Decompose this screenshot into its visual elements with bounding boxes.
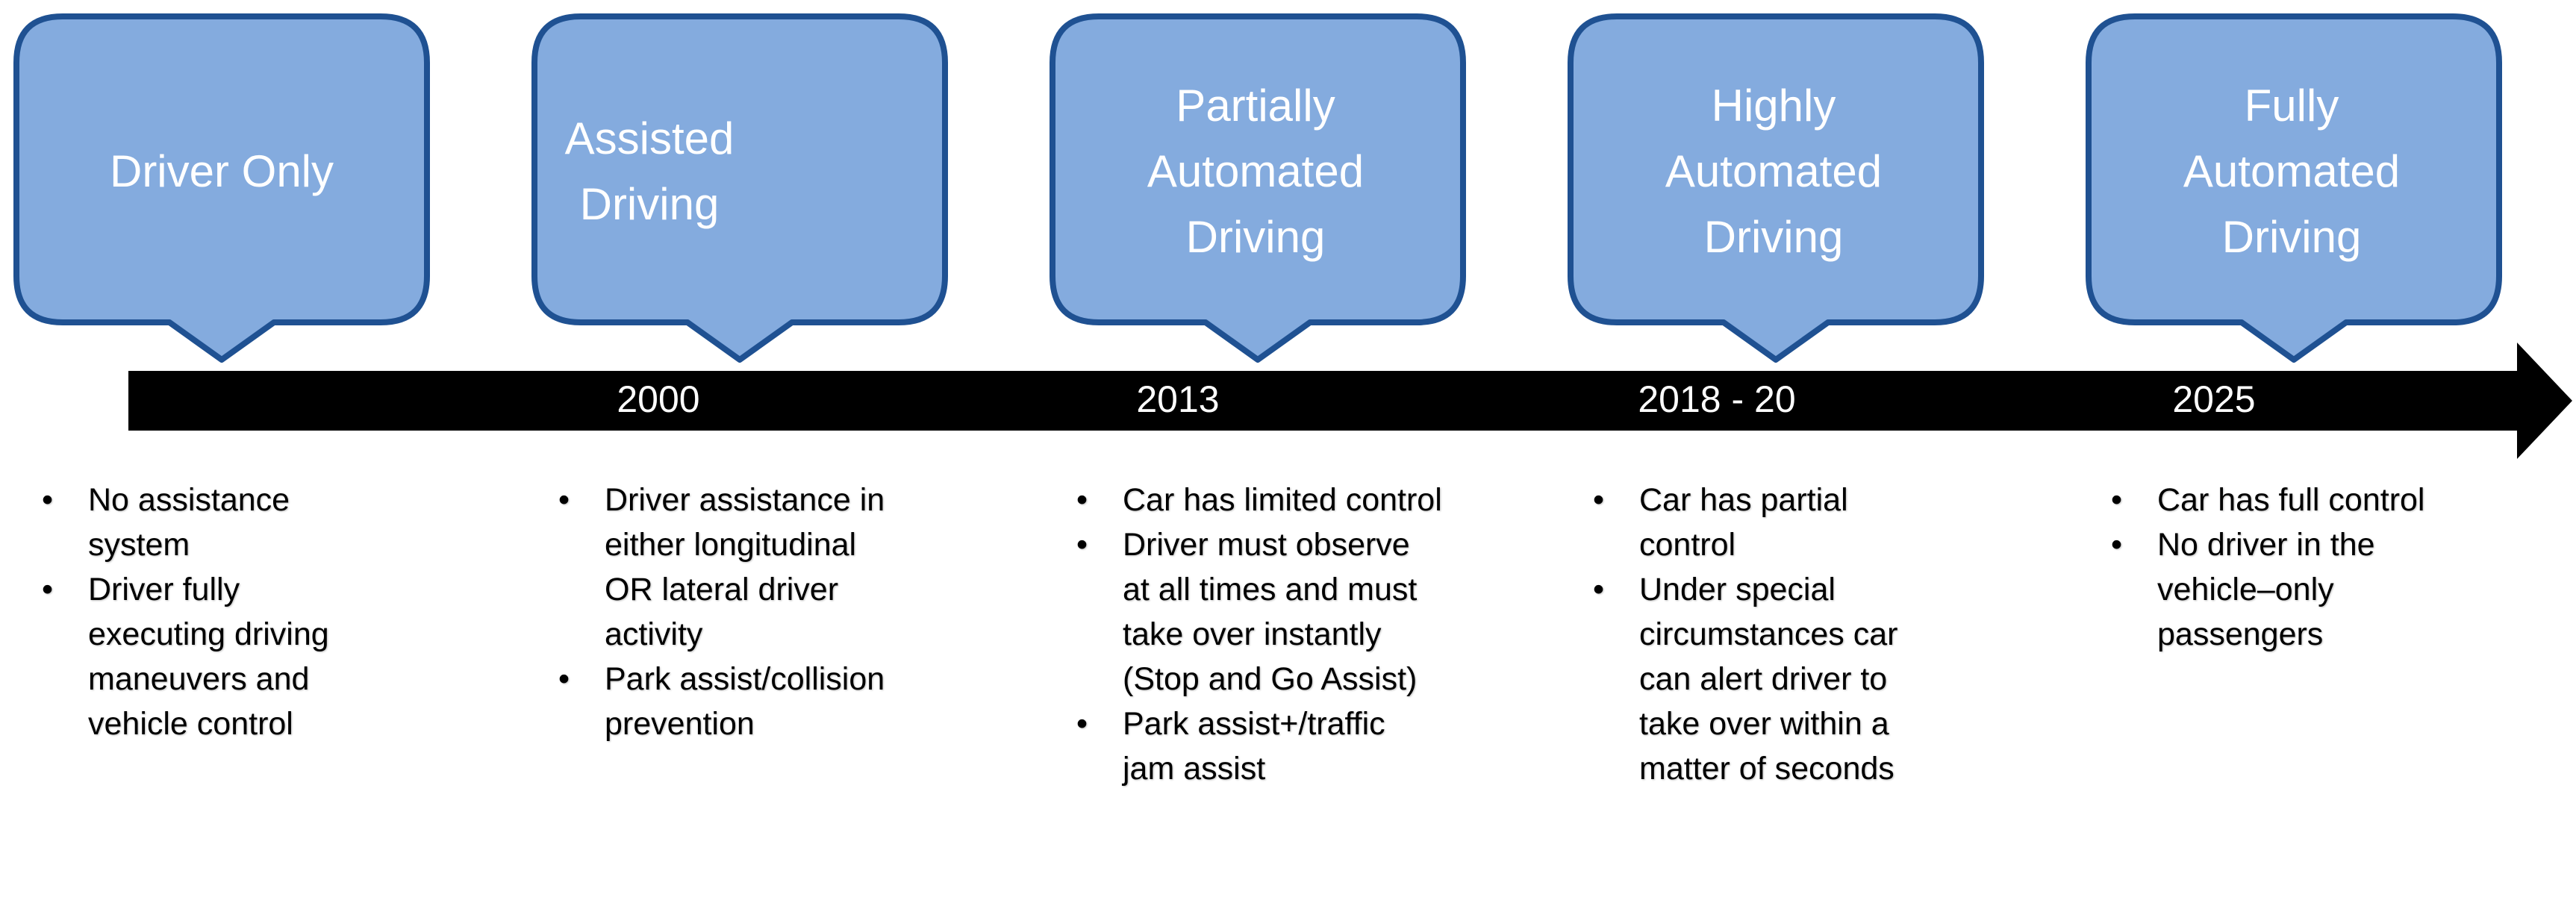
stage-bullets: Car has full control No driver in the ve… [2111,478,2447,657]
bullet-item: Under special circumstances car can aler… [1593,567,1951,791]
stage-bubbles [13,13,2502,363]
stage-bubble [13,13,430,363]
stage-bubble [531,13,948,363]
stage-bullets: Car has partial control Under special ci… [1593,478,1951,791]
bullet-item: Driver fully executing driving maneuvers… [42,567,363,746]
stage-title: Partially Automated Driving [1147,81,1365,262]
bullet-item: Park assist/collision prevention [558,657,909,746]
bullet-item: Car has full control [2111,478,2447,522]
stage-title: Driver Only [109,146,334,196]
stage-year: 2000 [617,378,700,420]
stage-bubble [1050,13,1466,363]
stage-title: Assisted Driving [564,113,735,229]
stage-title: Highly Automated Driving [1665,81,1883,262]
bullet-item: Car has partial control [1593,478,1951,567]
stage-year: 2025 [2172,378,2256,420]
stage-bullets: Car has limited control Driver must obse… [1076,478,1442,791]
stage-bubble [2086,13,2502,363]
stage-bubble [1568,13,1984,363]
bullet-item: Car has limited control [1076,478,1442,522]
stage-title: Fully Automated Driving [2183,81,2401,262]
bullet-item: Park assist+/traffic jam assist [1076,701,1442,791]
bullet-item: Driver assistance in either longitudinal… [558,478,909,657]
bullet-item: Driver must observe at all times and mus… [1076,522,1442,701]
bullet-item: No driver in the vehicle–only passengers [2111,522,2447,657]
stage-year: 2018 - 20 [1638,378,1796,420]
bullet-item: No assistance system [42,478,363,567]
stage-year: 2013 [1136,378,1220,420]
timeline-arrow [128,343,2572,459]
stage-bullets: Driver assistance in either longitudinal… [558,478,909,746]
stage-bullets: No assistance system Driver fully execut… [42,478,363,746]
